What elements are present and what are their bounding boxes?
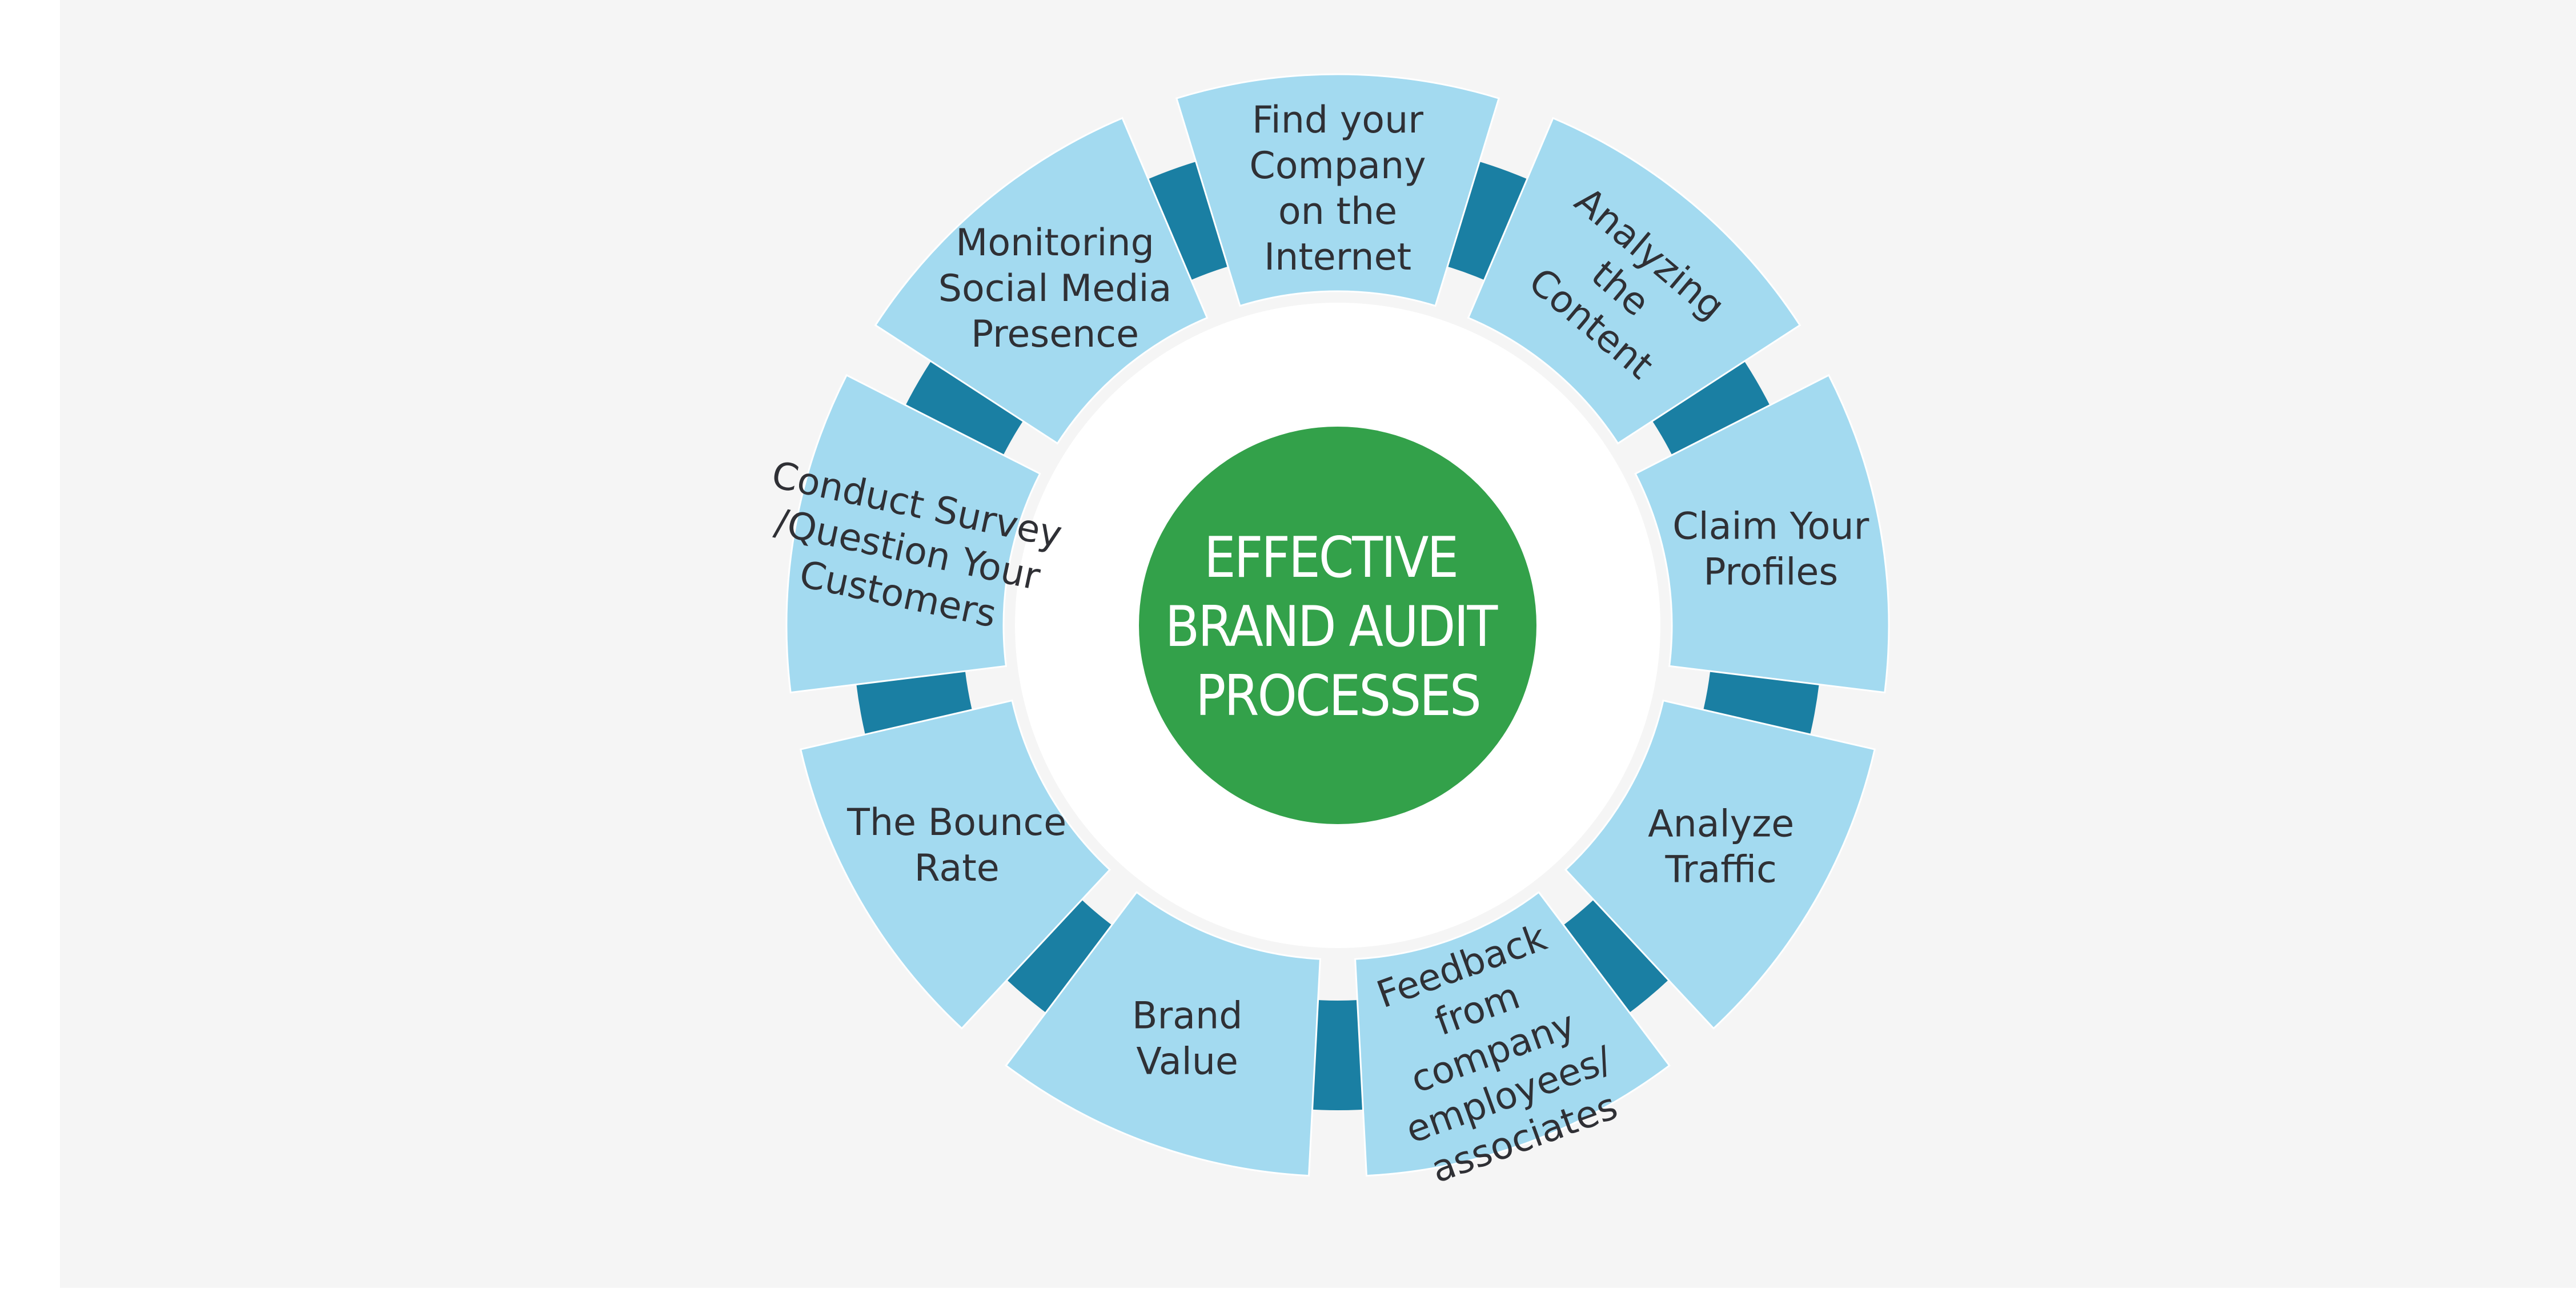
segment-label-line: Find your <box>1252 99 1423 142</box>
segment-label-line: Value <box>1136 1041 1238 1083</box>
segment-brand-value <box>1005 891 1321 1177</box>
segment-label-line: Claim Your <box>1672 505 1869 548</box>
segment-monitoring-social <box>874 117 1209 445</box>
center-title-line-1: EFFECTIVE <box>1204 525 1457 591</box>
segment-label-line: The Bounce <box>846 801 1066 844</box>
center-circle <box>1139 427 1536 824</box>
segment-analyze-traffic <box>1564 699 1876 1030</box>
segment-conduct-survey <box>785 374 1041 694</box>
segment-label-line: Rate <box>914 847 1000 890</box>
segment-label-line: Analyze <box>1648 803 1794 846</box>
segment-label-line: Monitoring <box>956 222 1154 264</box>
segment-label-line: on the <box>1278 190 1397 233</box>
segment-claim-profiles <box>1634 374 1890 694</box>
segment-analyzing-content <box>1467 117 1801 445</box>
segment-label-line: Profiles <box>1703 551 1838 593</box>
center-title-line-2: BRAND AUDIT <box>1165 595 1499 660</box>
center-title: EFFECTIVE BRAND AUDIT PROCESSES <box>1165 525 1510 729</box>
segment-label-line: Internet <box>1264 236 1411 279</box>
segment-find-company <box>1175 73 1500 307</box>
center-title-line-3: PROCESSES <box>1195 664 1480 729</box>
segment-label-line: Company <box>1249 144 1426 187</box>
segment-label-line: Brand <box>1132 995 1243 1038</box>
segment-label-line: Presence <box>971 313 1139 356</box>
segment-label-line: Social Media <box>938 267 1172 310</box>
segment-feedback <box>1354 891 1671 1177</box>
segment-label-line: Traffic <box>1665 849 1777 892</box>
segment-bounce-rate <box>799 699 1112 1030</box>
